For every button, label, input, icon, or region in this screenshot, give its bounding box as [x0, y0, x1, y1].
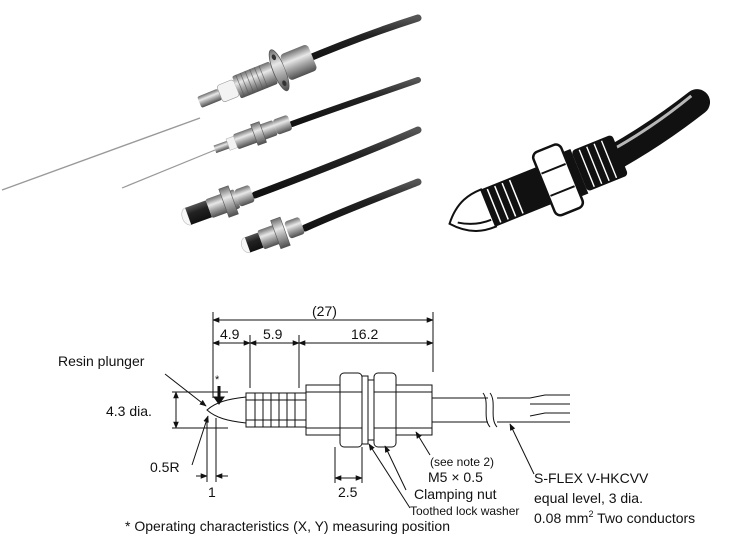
label-resin-plunger: Resin plunger [58, 353, 145, 369]
label-see-note: (see note 2) [430, 455, 494, 469]
dim-16-2: 16.2 [351, 326, 378, 342]
label-lock-washer: Toothed lock washer [410, 504, 519, 518]
dim-overall: (27) [312, 303, 337, 319]
sensor-photo-2 [121, 77, 421, 189]
star-marker: * [215, 374, 220, 386]
dimension-drawing [164, 312, 570, 509]
label-cable-1: S-FLEX V-HKCVV [534, 470, 649, 486]
sensor-photo-3 [181, 126, 422, 226]
label-cable-2: equal level, 3 dia. [534, 490, 643, 506]
cable-spec-b: Two conductors [593, 510, 695, 526]
footnote: * Operating characteristics (X, Y) measu… [125, 518, 450, 534]
dim-tip: 1 [208, 484, 216, 500]
product-photo [1, 14, 422, 253]
label-clamping-nut: Clamping nut [414, 486, 497, 502]
cable-spec-a: 0.08 mm [534, 510, 588, 526]
cable-spec-sup: 2 [588, 509, 593, 519]
dim-diameter: 4.3 dia. [106, 403, 152, 419]
label-cable-3: 0.08 mm2 Two conductors [534, 509, 695, 526]
sensor-photo-4 [241, 178, 422, 253]
dim-4-9: 4.9 [220, 326, 240, 342]
label-thread: M5 × 0.5 [428, 469, 483, 485]
dim-5-9: 5.9 [263, 326, 283, 342]
sensor-photo-1 [1, 14, 422, 191]
drawing-labels: (27) 4.9 5.9 16.2 Resin plunger * 4.3 di… [58, 303, 695, 534]
sensor-line-art-icon [448, 89, 711, 232]
dim-nut-width: 2.5 [338, 484, 358, 500]
dim-radius: 0.5R [150, 459, 180, 475]
